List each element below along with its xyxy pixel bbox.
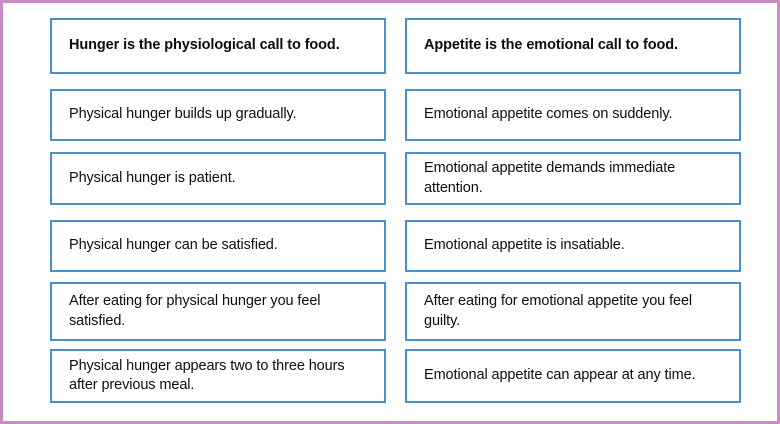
appetite-item-3-text: Emotional appetite is insatiable.: [424, 237, 625, 254]
hunger-item-2-text: Physical hunger is patient.: [69, 169, 236, 186]
column-appetite-header-text: Appetite is the emotional call to food.: [424, 37, 678, 54]
appetite-item-1-text: Emotional appetite comes on suddenly.: [424, 106, 673, 123]
hunger-item-2: Physical hunger is patient.: [50, 152, 386, 205]
hunger-item-5-text: Physical hunger appears two to three hou…: [69, 357, 345, 394]
hunger-item-4-text: After eating for physical hunger you fee…: [69, 293, 321, 329]
column-appetite-header: Appetite is the emotional call to food.: [405, 18, 741, 74]
hunger-item-4: After eating for physical hunger you fee…: [50, 282, 386, 341]
appetite-item-4-text: After eating for emotional appetite you …: [424, 293, 693, 329]
appetite-item-5: Emotional appetite can appear at any tim…: [405, 349, 741, 403]
hunger-item-3: Physical hunger can be satisfied.: [50, 220, 386, 272]
hunger-item-3-text: Physical hunger can be satisfied.: [69, 237, 278, 254]
appetite-item-4: After eating for emotional appetite you …: [405, 282, 741, 341]
appetite-item-2: Emotional appetite demands immediate att…: [405, 152, 741, 205]
column-hunger-header: Hunger is the physiological call to food…: [50, 18, 386, 74]
appetite-item-1: Emotional appetite comes on suddenly.: [405, 89, 741, 141]
appetite-item-2-text: Emotional appetite demands immediate att…: [424, 160, 676, 196]
column-hunger: Hunger is the physiological call to food…: [50, 18, 386, 404]
comparison-columns: Hunger is the physiological call to food…: [50, 18, 741, 404]
appetite-item-5-text: Emotional appetite can appear at any tim…: [424, 367, 696, 384]
hunger-item-1: Physical hunger builds up gradually.: [50, 89, 386, 141]
appetite-item-3: Emotional appetite is insatiable.: [405, 220, 741, 272]
column-hunger-header-text: Hunger is the physiological call to food…: [69, 37, 340, 54]
column-appetite: Appetite is the emotional call to food. …: [405, 18, 741, 404]
hunger-item-5: Physical hunger appears two to three hou…: [50, 349, 386, 403]
hunger-item-1-text: Physical hunger builds up gradually.: [69, 106, 297, 123]
